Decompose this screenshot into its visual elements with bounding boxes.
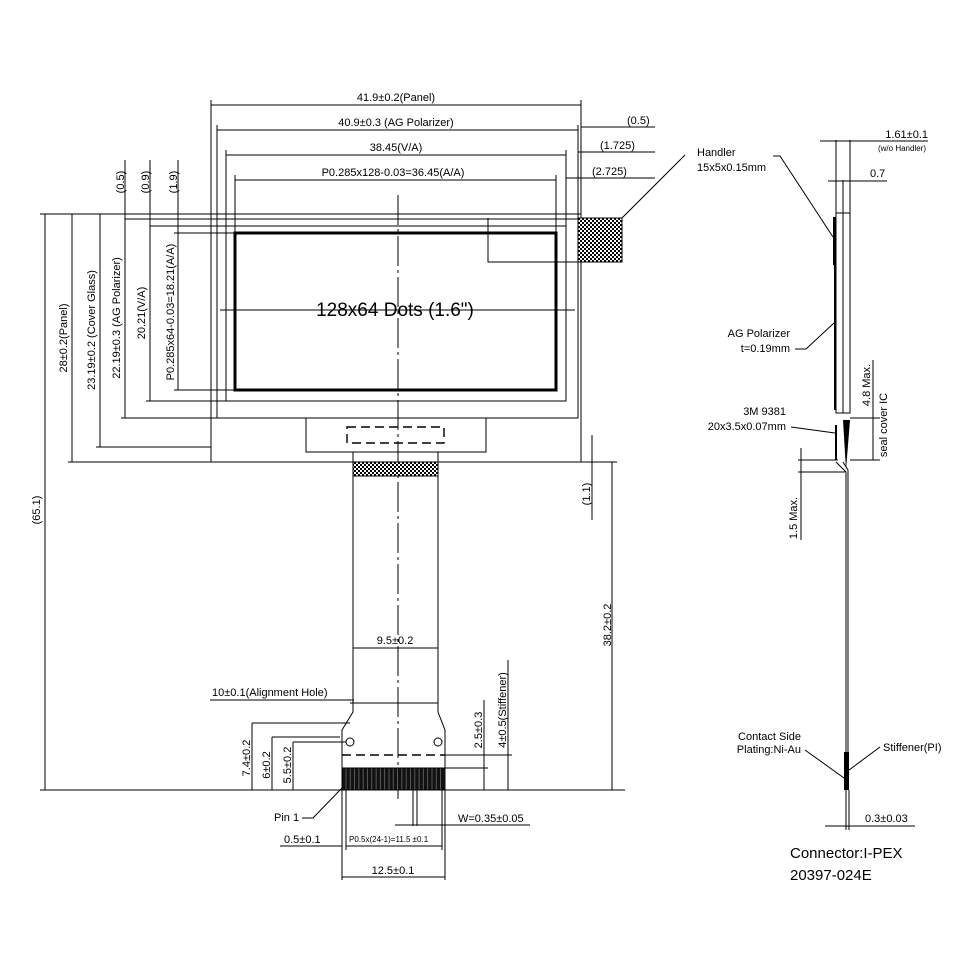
dim-pin-width: W=0.35±0.05: [458, 813, 524, 825]
viewing-area: [225, 225, 567, 402]
contact-side-label: Contact Side: [738, 731, 801, 743]
dim-total-height: (65.1): [31, 496, 43, 525]
dim-thickness: 1.61±0.1: [885, 129, 928, 141]
dim-glass: 0.7: [870, 168, 885, 180]
dim-25: 2.5±0.3: [473, 712, 485, 749]
dim-v05: (0.5): [115, 171, 127, 194]
dim-alignment-hole: 10±0.1(Alignment Hole): [212, 687, 327, 699]
dim-6: 6±0.2: [261, 751, 273, 778]
pin1-label: Pin 1: [274, 812, 299, 824]
fpc-hatched-band: [352, 461, 439, 477]
top-dimensions: 41.9±0.2(Panel) 40.9±0.3 (AG Polarizer) …: [210, 92, 655, 233]
dim-stiffener: 4±0.5(Stiffener): [497, 672, 509, 748]
dim-total-width: 12.5±0.1: [372, 865, 415, 877]
dim-fpc-thickness: 0.3±0.03: [865, 813, 908, 825]
dim-v19: (1.9): [168, 171, 180, 194]
polarizer-label: AG Polarizer: [728, 328, 791, 340]
fpc-contacts: [341, 767, 446, 791]
plating-label: Plating:Ni-Au: [737, 744, 801, 756]
dim-aa-width: P0.285x128-0.03=36.45(A/A): [322, 167, 465, 179]
dim-polarizer-height: 22.19±0.3 (AG Polarizer): [111, 257, 123, 379]
dim-bend: 1.5 Max.: [788, 497, 800, 539]
dim-edge: 0.5±0.1: [284, 834, 321, 846]
side-view: 1.61±0.1 (w/o Handler) 0.7 Handler 15x5x…: [697, 129, 942, 884]
dim-offset-1725: (1.725): [600, 140, 635, 152]
connector-label: Connector:I-PEX: [790, 845, 903, 862]
dim-thickness-note: (w/o Handler): [878, 144, 926, 153]
dim-va-height: 20.21(V/A): [136, 287, 148, 340]
seal-label: seal cover IC: [878, 393, 890, 457]
dim-gap: (1.1): [581, 483, 593, 506]
fpc-left-edge: [341, 452, 354, 790]
panel-outline: [210, 213, 582, 463]
dim-cover-height: 23.19±0.2 (Cover Glass): [86, 270, 98, 390]
dim-panel-height: 28±0.2(Panel): [58, 303, 70, 372]
connector-part-number: 20397-024E: [790, 867, 872, 884]
dim-fpc-length: 38.2±0.2: [602, 604, 614, 647]
handler-tab: [577, 217, 623, 263]
dim-ic-max: 4.8 Max.: [861, 364, 873, 406]
dim-v09: (0.9): [140, 171, 152, 194]
handler-label: Handler: [697, 147, 736, 159]
tape-size: 20x3.5x0.07mm: [708, 421, 786, 433]
alignment-hole-left: [345, 737, 355, 747]
stiffener-label: Stiffener(PI): [883, 742, 942, 754]
dim-va-width: 38.45(V/A): [370, 142, 423, 154]
driver-ic: [346, 426, 445, 444]
dim-offset-2725: (2.725): [592, 166, 627, 178]
fpc-dimensions: (1.1) 38.2±0.2 9.5±0.2 10±0.1(Alignment …: [210, 435, 617, 880]
display-title: 128x64 Dots (1.6"): [316, 300, 474, 321]
dim-fpc-width: 9.5±0.2: [377, 635, 414, 647]
dim-panel-width: 41.9±0.2(Panel): [357, 92, 435, 104]
dim-polarizer-width: 40.9±0.3 (AG Polarizer): [338, 117, 453, 129]
dim-aa-height: P0.285x64-0.03=18.21(A/A): [165, 244, 177, 381]
tape-label: 3M 9381: [743, 406, 786, 418]
alignment-hole-right: [433, 737, 443, 747]
driver-ic-area: [305, 417, 487, 453]
dim-74: 7.4±0.2: [241, 740, 253, 777]
dim-55: 5.5±0.2: [282, 747, 294, 784]
fpc-right-edge: [437, 452, 446, 790]
polarizer-thickness: t=0.19mm: [741, 343, 790, 355]
handler-size: 15x5x0.15mm: [697, 162, 766, 174]
dim-pitch: P0.5x(24-1)=11.5 ±0.1: [349, 835, 429, 844]
dim-offset-05: (0.5): [627, 115, 650, 127]
left-dimensions: (65.1) 28±0.2(Panel) 23.19±0.2 (Cover Gl…: [31, 160, 235, 790]
front-view: 128x64 Dots (1.6"): [40, 154, 686, 800]
active-area: [233, 231, 558, 392]
